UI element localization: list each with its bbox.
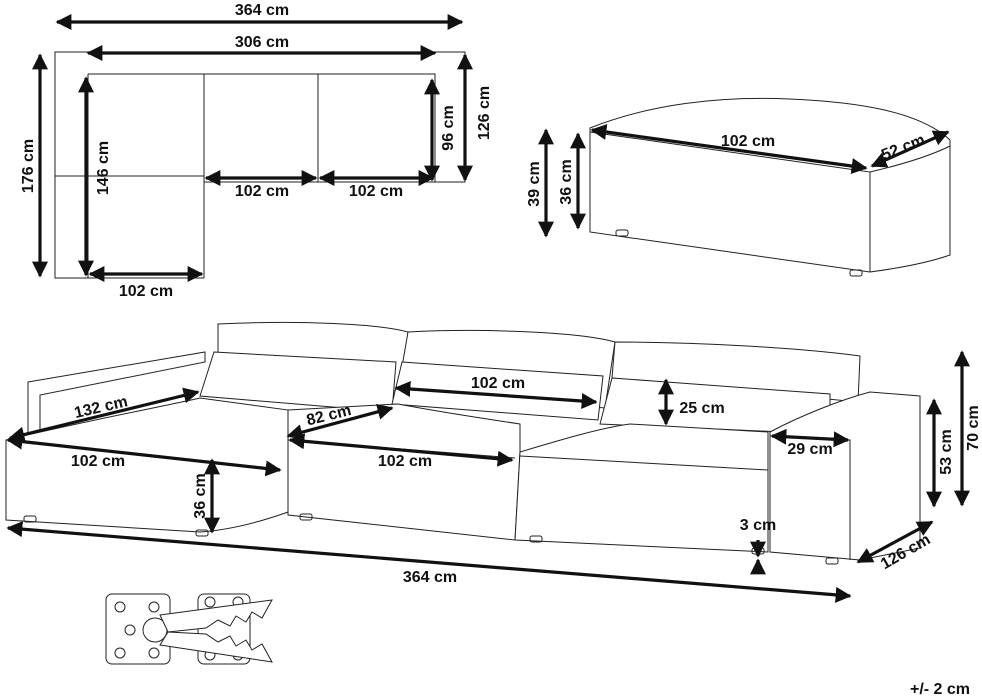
ottoman-height-total: 39 cm xyxy=(526,161,543,206)
ottoman-width-line xyxy=(590,124,868,174)
plan-module-2: 102 cm xyxy=(349,183,403,200)
sofa-back-width-line xyxy=(394,381,598,409)
sofa-leg-height: 3 cm xyxy=(740,517,776,534)
plan-total-width: 364 cm xyxy=(235,2,289,19)
ottoman-body xyxy=(589,97,951,273)
plan-outline xyxy=(54,51,466,279)
ottoman-width: 102 cm xyxy=(721,133,775,150)
plan-module-1: 102 cm xyxy=(235,183,289,200)
plan-chaise-width: 102 cm xyxy=(119,283,173,300)
back-cushion-3 xyxy=(611,341,861,403)
sofa-middle-width: 102 cm xyxy=(378,453,432,470)
sofa-back-width: 102 cm xyxy=(471,375,525,392)
plan-depth-chaise: 146 cm xyxy=(95,141,112,195)
clip-arm-upper xyxy=(159,599,273,633)
sofa-arm-height: 53 cm xyxy=(938,429,955,474)
sofa-seat-depth-line xyxy=(286,404,394,440)
sofa-total-height: 70 cm xyxy=(965,405,982,450)
sofa-middle-width-line xyxy=(288,433,514,467)
plan-depth-back: 126 cm xyxy=(476,86,493,140)
ottoman-view: 102 cm 52 cm 39 cm 36 cm xyxy=(526,97,951,277)
sofa-cushion-height: 25 cm xyxy=(679,400,724,417)
plan-depth-total: 176 cm xyxy=(20,139,37,193)
sofa-total-width-line xyxy=(6,521,852,603)
tolerance-note: +/- 2 cm xyxy=(910,681,970,698)
sofa-total-width: 364 cm xyxy=(403,569,457,586)
sofa-seat-height: 36 cm xyxy=(192,473,209,518)
sofa-chaise-width-line xyxy=(6,433,282,477)
right-seat xyxy=(514,423,769,553)
sofa-chaise-width: 102 cm xyxy=(71,453,125,470)
sofa-chaise-length-line xyxy=(8,387,200,443)
sofa-armrest-width-line xyxy=(770,428,850,448)
sofa-view: 132 cm 102 cm 82 cm 102 cm 102 cm 25 cm … xyxy=(5,321,982,603)
ottoman-depth-line xyxy=(870,130,950,168)
sofa-armrest-width: 29 cm xyxy=(787,441,832,458)
sofa-total-depth-line xyxy=(856,520,934,564)
connector-clip-detail xyxy=(105,593,273,665)
ottoman-height-seat: 36 cm xyxy=(558,159,575,204)
clip-arm-lower xyxy=(159,631,273,663)
plan-depth-seat: 96 cm xyxy=(440,105,457,150)
plan-seat-width: 306 cm xyxy=(235,34,289,51)
plan-view: 364 cm 306 cm 176 cm 146 cm 126 cm 96 cm… xyxy=(20,2,493,300)
